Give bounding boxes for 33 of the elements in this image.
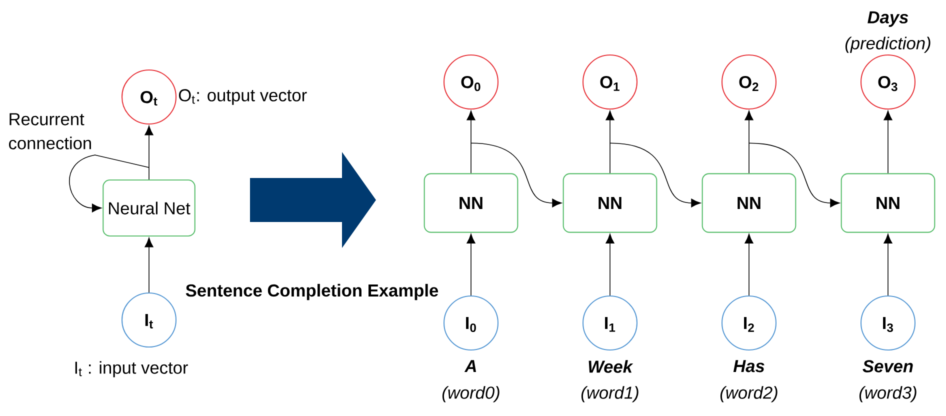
arrow [884,234,892,296]
node-caption: A [464,360,476,372]
recurrent-arrow [748,142,840,208]
node-caption: Seven [862,360,913,372]
arrow [606,234,614,296]
arrow [744,110,754,174]
node-caption: Days [868,11,908,27]
arrow [144,238,154,293]
node-caption: Week [588,360,634,373]
node-caption: (word1) [581,386,638,402]
network-box: Neural Net [102,179,196,237]
network-box: NN [562,173,658,233]
node-caption: (word2) [720,386,778,402]
recurrent-arrow [69,154,150,212]
arrow [144,126,154,180]
arrow [884,110,892,174]
recurrent-arrow [470,142,562,208]
caption-text: Sentence Completion Example [186,284,438,300]
arrow [744,234,754,296]
network-box: NN [702,173,796,233]
node-caption: I$_{t}$ : input vector [75,361,188,378]
node-caption: Has [733,360,764,372]
arrow [606,110,614,174]
arrow [466,234,476,296]
node-caption: (word0) [442,386,500,402]
recurrent-arrow [610,142,701,208]
network-box: NN [424,173,518,233]
node-caption: (prediction) [845,36,930,53]
node-caption: (word3) [859,386,916,402]
network-box: NN [840,173,936,233]
arrow [466,110,476,174]
node-caption: O$_{t}$: output vector [178,89,307,105]
edge-label: Recurrent connection [9,113,91,150]
